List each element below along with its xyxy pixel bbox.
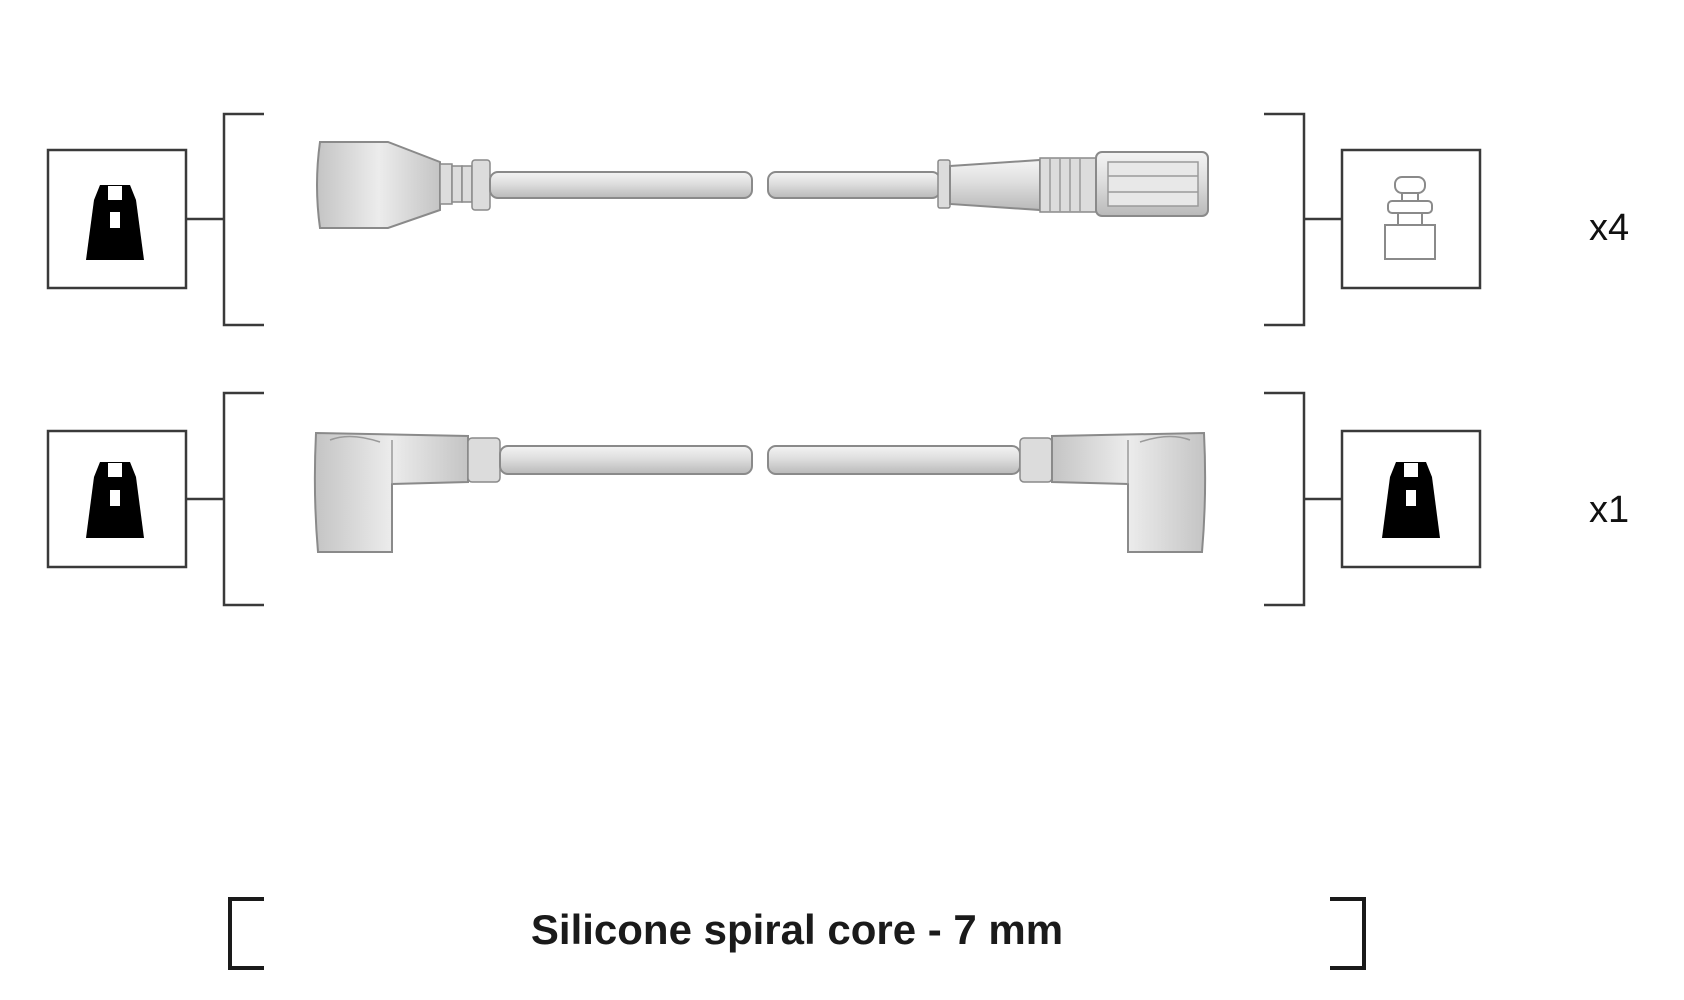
footer-left-bracket <box>228 897 264 970</box>
right-terminal-box <box>1340 148 1482 290</box>
cable-row-1: x4 <box>46 112 1629 327</box>
footer-right-bracket <box>1330 897 1366 970</box>
spark-plug-terminal-icon <box>1384 176 1436 260</box>
left-bracket <box>222 391 264 607</box>
left-terminal-box <box>46 429 188 569</box>
cable-row-2: x1 <box>46 391 1629 607</box>
boot-terminal-icon <box>1382 462 1440 538</box>
right-bracket <box>1264 112 1306 327</box>
boot-terminal-icon <box>86 185 144 260</box>
cable-spec-label: Silicone spiral core - 7 mm <box>531 906 1063 953</box>
quantity-label-row-2: x1 <box>1589 489 1629 531</box>
straight-cable <box>316 141 1209 229</box>
left-terminal-box <box>46 148 188 290</box>
angled-cable <box>313 431 1207 553</box>
left-bracket <box>222 112 264 327</box>
right-terminal-box <box>1340 429 1482 569</box>
boot-terminal-icon <box>86 462 144 538</box>
footer-spec: Silicone spiral core - 7 mm <box>228 897 1366 970</box>
right-bracket <box>1264 391 1306 607</box>
quantity-label-row-1: x4 <box>1589 207 1629 249</box>
